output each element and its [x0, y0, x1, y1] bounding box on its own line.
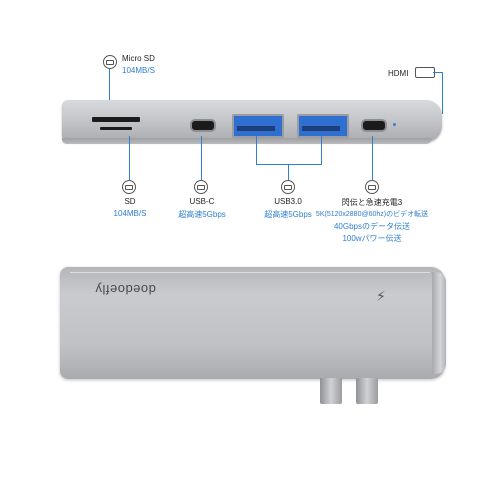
thunderbolt-plug-2: [356, 378, 378, 404]
usb-c-port: [190, 119, 216, 132]
lightning-icon: ⚡: [376, 288, 386, 304]
sd-card-icon: [122, 180, 136, 194]
sd-title: SD: [124, 197, 136, 206]
thunderbolt-line2: 40Gbpsのデータ伝送: [333, 222, 411, 231]
usb30-speed: 超高速5Gbps: [264, 210, 312, 219]
micro-sd-line: [109, 68, 110, 110]
hdmi-line-h: [433, 72, 442, 73]
sd-slot: [92, 117, 140, 122]
sd-speed: 104MB/S: [113, 209, 147, 218]
usbc-line: [201, 136, 202, 180]
hub-bottom-highlight: [70, 272, 430, 273]
usb-a-port-1-tongue: [237, 126, 275, 131]
usbc-title: USB-C: [189, 197, 215, 206]
usbc-speed: 超高速5Gbps: [178, 210, 226, 219]
usb-icon: [281, 180, 295, 194]
hub-bottom-view: [60, 267, 445, 379]
hdmi-title: HDMI: [388, 69, 409, 78]
usb-c-icon: [194, 180, 208, 194]
thunderbolt-port: [361, 119, 387, 132]
hub-top-edge: [62, 138, 432, 144]
micro-sd-slot: [100, 127, 132, 130]
usb-down-line: [288, 164, 289, 180]
thunderbolt-line1: 5K(5120x2880@60hz)のビデオ転送: [315, 211, 429, 218]
usb30-title: USB3.0: [274, 197, 302, 206]
thunderbolt-line: [372, 136, 373, 180]
usb-join-line: [256, 164, 322, 165]
thunderbolt-icon: [365, 180, 379, 194]
led-indicator: [393, 123, 396, 126]
hdmi-line-v: [442, 72, 443, 114]
thunderbolt-title: 閃伝と急速充電3: [341, 198, 403, 207]
brand-logo: doedoefly: [95, 282, 156, 297]
sd-line: [129, 136, 130, 180]
usb-a-port-2-tongue: [302, 126, 340, 131]
micro-sd-title: Micro SD: [122, 54, 155, 63]
hub-bottom-end: [432, 272, 446, 374]
micro-sd-icon: [103, 55, 117, 69]
micro-sd-speed: 104MB/S: [122, 66, 155, 75]
hdmi-icon: [415, 67, 435, 78]
usb2-line: [321, 136, 322, 164]
thunderbolt-line3: 100wパワー伝送: [342, 234, 402, 243]
thunderbolt-plug-1: [320, 378, 342, 404]
usb1-line: [256, 136, 257, 164]
